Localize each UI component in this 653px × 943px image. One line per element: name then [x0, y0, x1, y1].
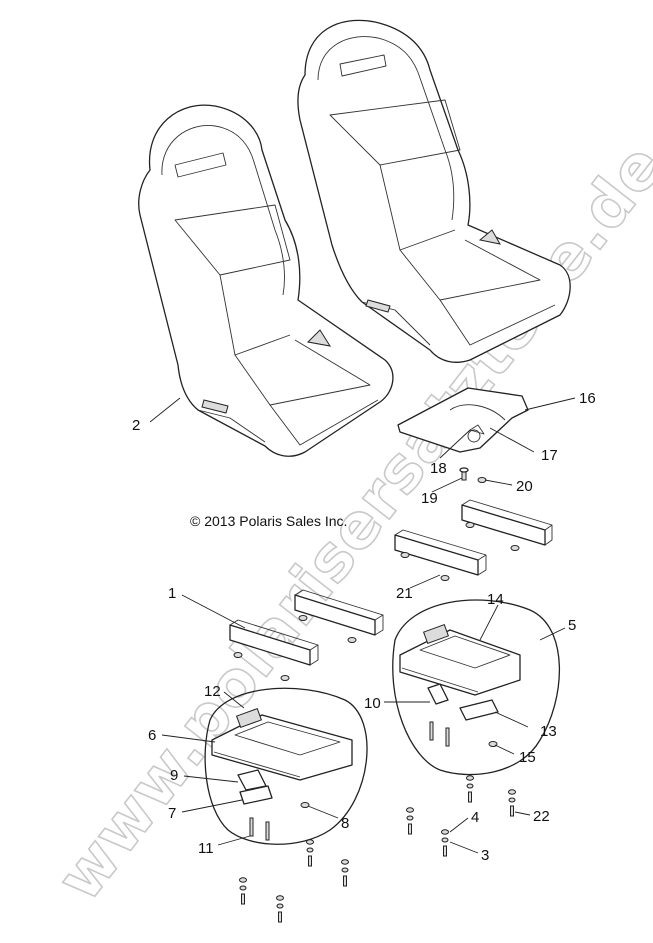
callout-5: 5	[568, 617, 576, 634]
callout-15: 15	[519, 749, 536, 766]
callout-1: 1	[168, 585, 176, 602]
callout-20: 20	[516, 478, 533, 495]
slider-detail-right	[392, 599, 561, 776]
callout-4: 4	[471, 809, 479, 826]
seat-right	[297, 19, 571, 363]
callout-labels: 1 2 3 4 5 6 7 8 9 10 11 12 13 14 15 16 1…	[132, 390, 596, 864]
rail-lower-left	[229, 619, 319, 681]
bolt-19	[459, 467, 469, 481]
callout-18: 18	[430, 460, 447, 477]
nut-20	[477, 477, 487, 483]
copyright-notice: © 2013 Polaris Sales Inc.	[190, 513, 347, 529]
callout-22: 22	[533, 808, 550, 825]
seat-left	[138, 104, 394, 457]
callout-21: 21	[396, 585, 413, 602]
callout-2: 2	[132, 417, 140, 434]
leader-lines	[149, 397, 576, 854]
callout-12: 12	[204, 683, 221, 700]
rail-lower-right	[294, 589, 384, 643]
rail-upper-right	[461, 499, 553, 551]
callout-10: 10	[364, 695, 381, 712]
callout-11: 11	[198, 840, 214, 857]
callout-7: 7	[168, 805, 176, 822]
callout-8: 8	[341, 815, 349, 832]
callout-3: 3	[481, 847, 489, 864]
callout-9: 9	[170, 767, 178, 784]
callout-16: 16	[579, 390, 596, 407]
callout-14: 14	[487, 591, 504, 608]
slider-detail-left	[204, 687, 368, 845]
callout-17: 17	[541, 447, 558, 464]
callout-6: 6	[148, 727, 156, 744]
seat-bracket	[397, 387, 529, 453]
callout-19: 19	[421, 490, 438, 507]
callout-13: 13	[540, 723, 557, 740]
rail-upper-left	[394, 529, 487, 581]
fasteners	[239, 775, 516, 923]
